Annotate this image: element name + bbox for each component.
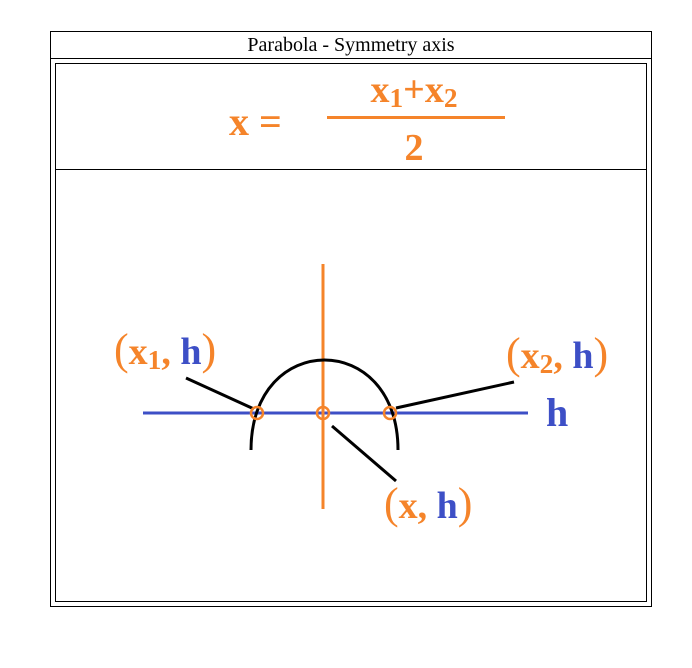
numerator-x1: x bbox=[370, 69, 390, 111]
formula-panel: x = x1+x2 2 bbox=[56, 64, 646, 170]
formula-numerator: x1+x2 bbox=[324, 68, 504, 120]
intersection-point1 bbox=[249, 405, 265, 421]
point1-close-paren: ) bbox=[201, 325, 217, 374]
parabola-curve bbox=[249, 358, 400, 451]
point1-x: x bbox=[128, 331, 148, 373]
label-point1: (x1, h) bbox=[114, 326, 216, 384]
point1-sub: 1 bbox=[147, 344, 162, 375]
leader-line-point1 bbox=[185, 376, 255, 411]
intersection-axis bbox=[315, 405, 331, 421]
leader-line-point2 bbox=[395, 380, 515, 410]
point2-close-paren: ) bbox=[593, 329, 609, 378]
label-line-h: h bbox=[546, 390, 569, 435]
numerator-plus: + bbox=[403, 69, 425, 111]
point2-comma: , bbox=[553, 335, 563, 377]
point2-x: x bbox=[520, 335, 540, 377]
figure-frame: Parabola - Symmetry axis x = x1+x2 2 bbox=[50, 31, 652, 607]
label-vertex: (x, h) bbox=[384, 480, 472, 530]
point2-sub: 2 bbox=[539, 348, 554, 379]
point2-open-paren: ( bbox=[506, 329, 521, 378]
intersection-point2 bbox=[382, 405, 398, 421]
figure-title: Parabola - Symmetry axis bbox=[51, 32, 651, 59]
fraction-bar bbox=[327, 116, 505, 119]
numerator-sub2: 2 bbox=[443, 82, 458, 113]
figure-inner-frame: x = x1+x2 2 bbox=[55, 63, 647, 602]
point1-open-paren: ( bbox=[114, 325, 129, 374]
point2-h: h bbox=[572, 335, 594, 377]
label-point2: (x2, h) bbox=[506, 330, 608, 388]
leader-line-vertex bbox=[331, 424, 397, 483]
vertex-close-paren: ) bbox=[457, 479, 473, 528]
formula-lhs: x = bbox=[229, 99, 282, 144]
numerator-x2: x bbox=[424, 69, 444, 111]
vertex-x: x bbox=[398, 485, 418, 527]
vertex-comma: , bbox=[417, 485, 428, 527]
formula-denominator: 2 bbox=[404, 127, 424, 169]
point1-comma: , bbox=[161, 331, 171, 373]
numerator-sub1: 1 bbox=[389, 82, 404, 113]
vertex-open-paren: ( bbox=[384, 479, 399, 528]
point1-h: h bbox=[180, 331, 202, 373]
vertex-h: h bbox=[436, 485, 458, 527]
